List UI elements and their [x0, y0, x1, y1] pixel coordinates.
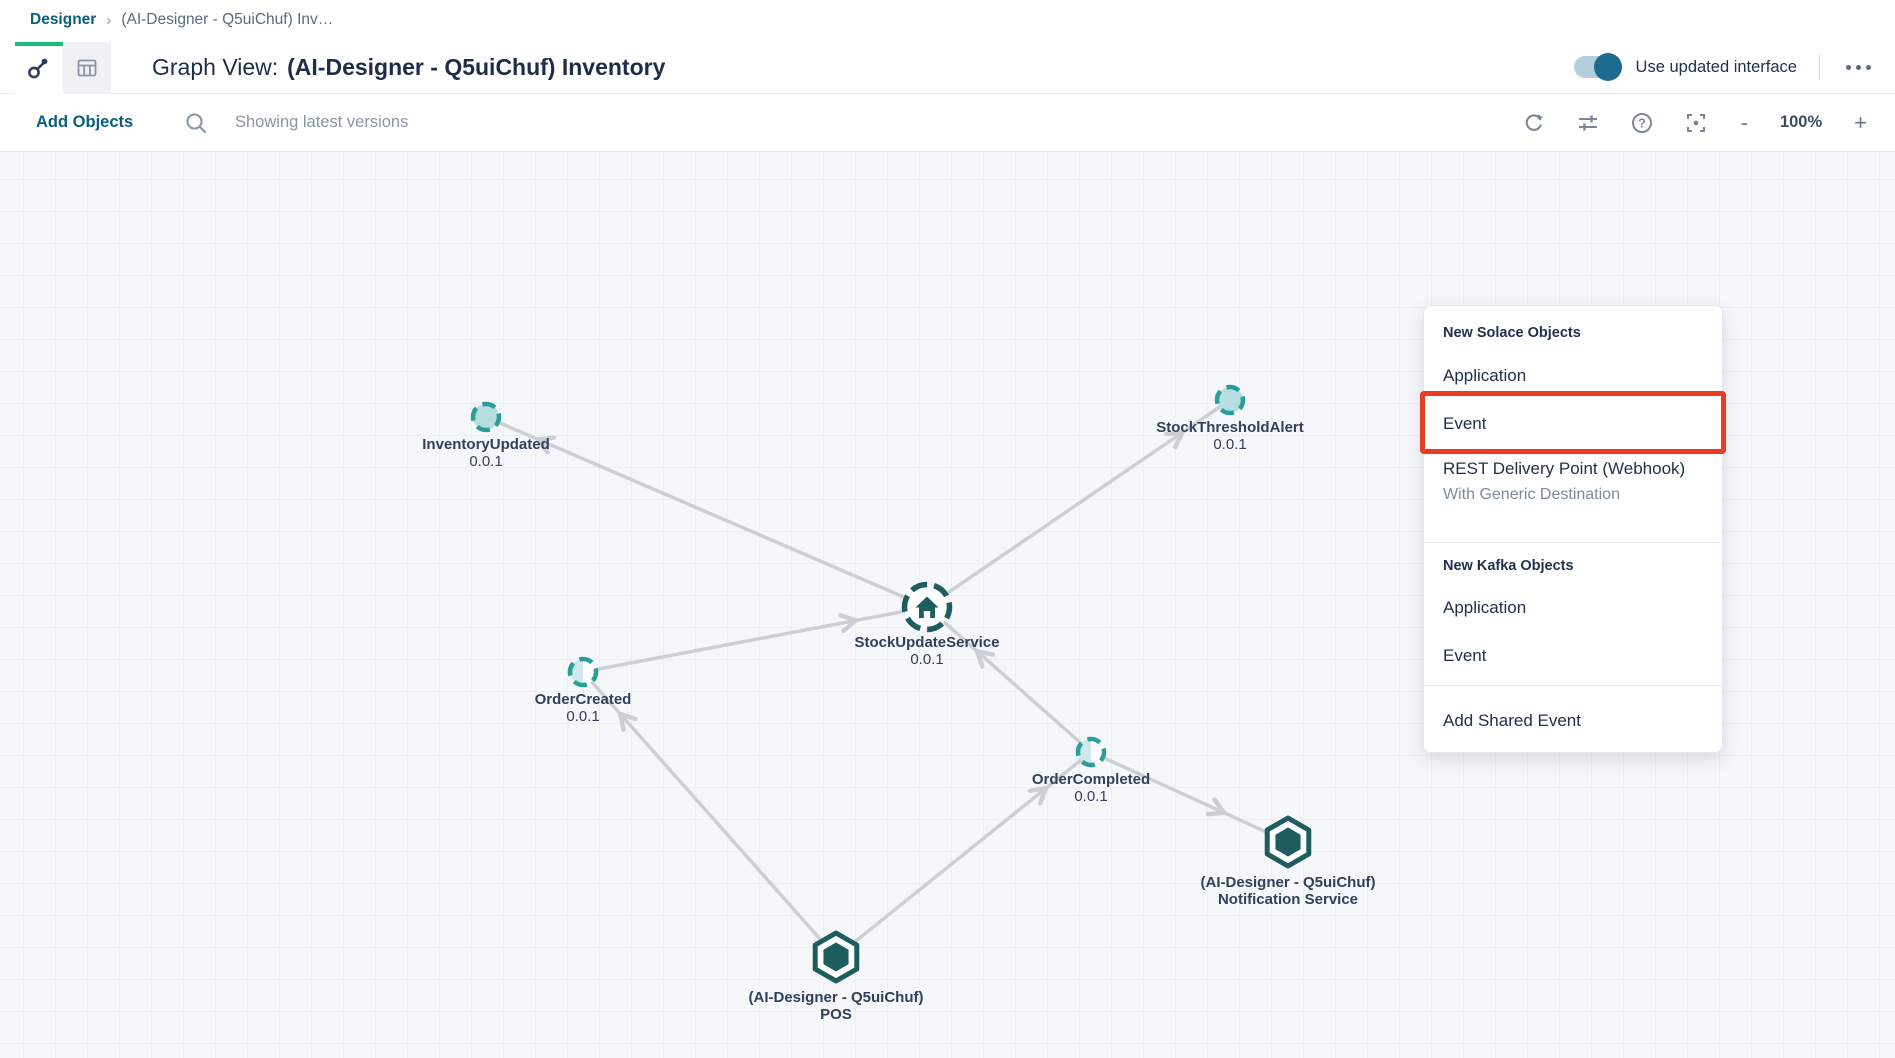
menu-divider [1424, 542, 1722, 543]
breadcrumb-designer-link[interactable]: Designer [30, 11, 97, 28]
svg-text:?: ? [1638, 116, 1646, 130]
breadcrumb-current-page: (AI-Designer - Q5uiChuf) Inv… [121, 11, 334, 28]
menu-header-kafka: New Kafka Objects [1443, 558, 1574, 574]
edge-OrderCompleted-to-StockUpdateService[interactable] [925, 605, 1093, 754]
help-icon[interactable]: ? [1629, 110, 1655, 136]
fit-to-screen-icon[interactable] [1683, 110, 1709, 136]
node-sublabel: 0.0.1 [469, 453, 502, 470]
node-sublabel: Notification Service [1218, 891, 1358, 908]
page-title-name: (AI-Designer - Q5uiChuf) Inventory [287, 53, 666, 80]
toggle-label: Use updated interface [1635, 57, 1797, 76]
breadcrumb-separator: › [106, 11, 112, 29]
node-InventoryUpdated[interactable] [470, 401, 502, 433]
node-sublabel: POS [820, 1006, 852, 1023]
node-label: StockThresholdAlert [1156, 419, 1304, 436]
node-OrderCreated[interactable] [567, 656, 599, 688]
edge-arrowhead [1027, 786, 1049, 806]
view-tabs [15, 42, 111, 94]
edge-OrderCreated-to-StockUpdateService[interactable] [582, 605, 928, 674]
node-sublabel: 0.0.1 [1074, 788, 1107, 805]
breadcrumb: Designer › (AI-Designer - Q5uiChuf) Inv… [0, 0, 1895, 40]
node-POS[interactable] [812, 930, 860, 984]
zoom-out-button[interactable]: - [1740, 109, 1748, 135]
node-sublabel: 0.0.1 [910, 651, 943, 668]
edge-arrowhead [535, 435, 557, 455]
filter-sliders-icon[interactable] [1575, 110, 1601, 136]
node-NotificationService[interactable] [1264, 815, 1312, 869]
node-label: OrderCompleted [1032, 771, 1150, 788]
application-node-core [823, 942, 849, 972]
canvas-toolbar: Add Objects Showing latest versions [0, 94, 1895, 152]
event-node-icon [1214, 384, 1246, 416]
edge-OrderCompleted-to-NotificationService[interactable] [1090, 750, 1289, 844]
page-title-prefix: Graph View: [152, 53, 279, 80]
header-bar: Graph View: (AI-Designer - Q5uiChuf) Inv… [0, 40, 1895, 94]
edge-arrowhead [1205, 797, 1227, 817]
add-objects-button[interactable]: Add Objects [36, 113, 134, 131]
menu-item-rest-delivery-point[interactable]: REST Delivery Point (Webhook) With Gener… [1424, 456, 1722, 518]
node-label: (AI-Designer - Q5uiChuf) [1201, 874, 1376, 891]
node-label: InventoryUpdated [422, 436, 550, 453]
menu-item-solace-application[interactable]: Application [1443, 366, 1527, 385]
node-label: (AI-Designer - Q5uiChuf) [749, 989, 924, 1006]
application-node-core [1275, 827, 1301, 857]
toggle-knob [1593, 53, 1622, 81]
ellipsis-menu-icon[interactable] [1842, 59, 1875, 76]
page-title: Graph View: (AI-Designer - Q5uiChuf) Inv… [152, 40, 665, 94]
tab-graph-view[interactable] [15, 42, 63, 94]
edge-arrowhead [838, 612, 858, 634]
menu-item-add-shared-event[interactable]: Add Shared Event [1443, 711, 1581, 730]
search-input[interactable]: Showing latest versions [235, 113, 409, 131]
menu-item-kafka-event[interactable]: Event [1443, 646, 1487, 665]
node-label: StockUpdateService [854, 634, 999, 651]
updated-interface-toggle[interactable] [1573, 53, 1622, 81]
edge-POS-to-OrderCreated[interactable] [581, 670, 838, 959]
menu-header-solace: New Solace Objects [1443, 325, 1581, 341]
edge-arrowhead [618, 711, 638, 733]
graph-view-icon [27, 56, 51, 85]
event-node-icon [567, 656, 599, 688]
list-view-icon [75, 56, 99, 85]
zoom-in-button[interactable]: + [1854, 109, 1867, 135]
new-object-context-menu: New Solace Objects Application Event RES… [1420, 305, 1726, 753]
tab-list-view[interactable] [63, 42, 111, 94]
node-StockUpdateService[interactable] [901, 581, 953, 633]
edge-StockUpdateService-to-InventoryUpdated[interactable] [485, 415, 928, 609]
header-divider [1819, 54, 1820, 80]
menu-item-solace-event[interactable]: Event [1443, 414, 1487, 433]
event-node-icon [470, 401, 502, 433]
node-sublabel: 0.0.1 [1213, 436, 1246, 453]
zoom-level: 100% [1779, 113, 1823, 131]
menu-item-rest-sublabel: With Generic Destination [1443, 486, 1620, 503]
event-node-icon [1075, 736, 1107, 768]
menu-divider [1424, 685, 1722, 686]
edge-POS-to-OrderCompleted[interactable] [834, 750, 1093, 959]
node-StockThresholdAlert[interactable] [1214, 384, 1246, 416]
event-graph: InventoryUpdated0.0.1StockThresholdAlert… [422, 384, 1376, 1023]
node-label: OrderCreated [535, 691, 632, 708]
edge-arrowhead [1164, 430, 1185, 450]
node-OrderCompleted[interactable] [1075, 736, 1107, 768]
home-icon [915, 596, 939, 618]
search-icon[interactable] [183, 110, 209, 136]
edge-arrowhead [974, 649, 996, 669]
node-sublabel: 0.0.1 [566, 708, 599, 725]
menu-item-kafka-application[interactable]: Application [1443, 598, 1527, 617]
refresh-icon[interactable] [1521, 110, 1547, 136]
